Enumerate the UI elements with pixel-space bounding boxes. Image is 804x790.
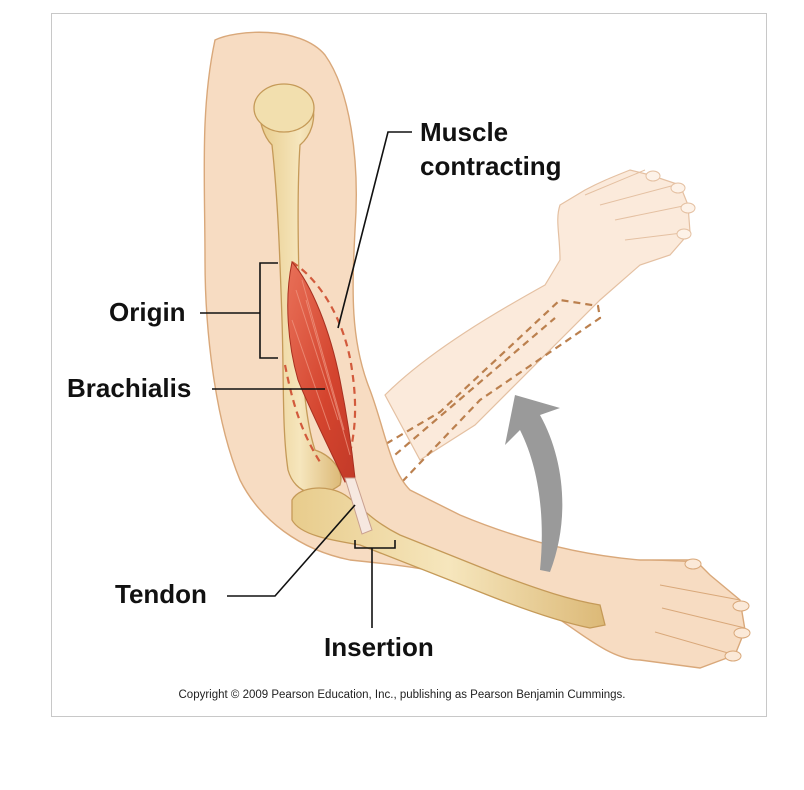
contracted-muscle-outline [291,261,357,471]
tendon-label: Tendon [115,579,207,609]
muscle-contracting-label-line1: Muscle [420,117,509,147]
muscle-contracting-label-line2: contracting [420,151,562,181]
origin-label: Origin [109,297,186,327]
tendon [344,477,373,535]
insertion-label: Insertion [324,632,434,662]
brachialis-muscle [287,260,373,535]
raised-forearm [344,169,696,506]
humerus-bone [253,83,342,494]
leader-lines [200,131,412,628]
copyright-notice: Copyright © 2009 Pearson Education, Inc.… [178,689,626,701]
brachialis-label: Brachialis [67,373,192,403]
forearm-bones [291,487,606,629]
curved-arrow-icon [505,395,563,572]
